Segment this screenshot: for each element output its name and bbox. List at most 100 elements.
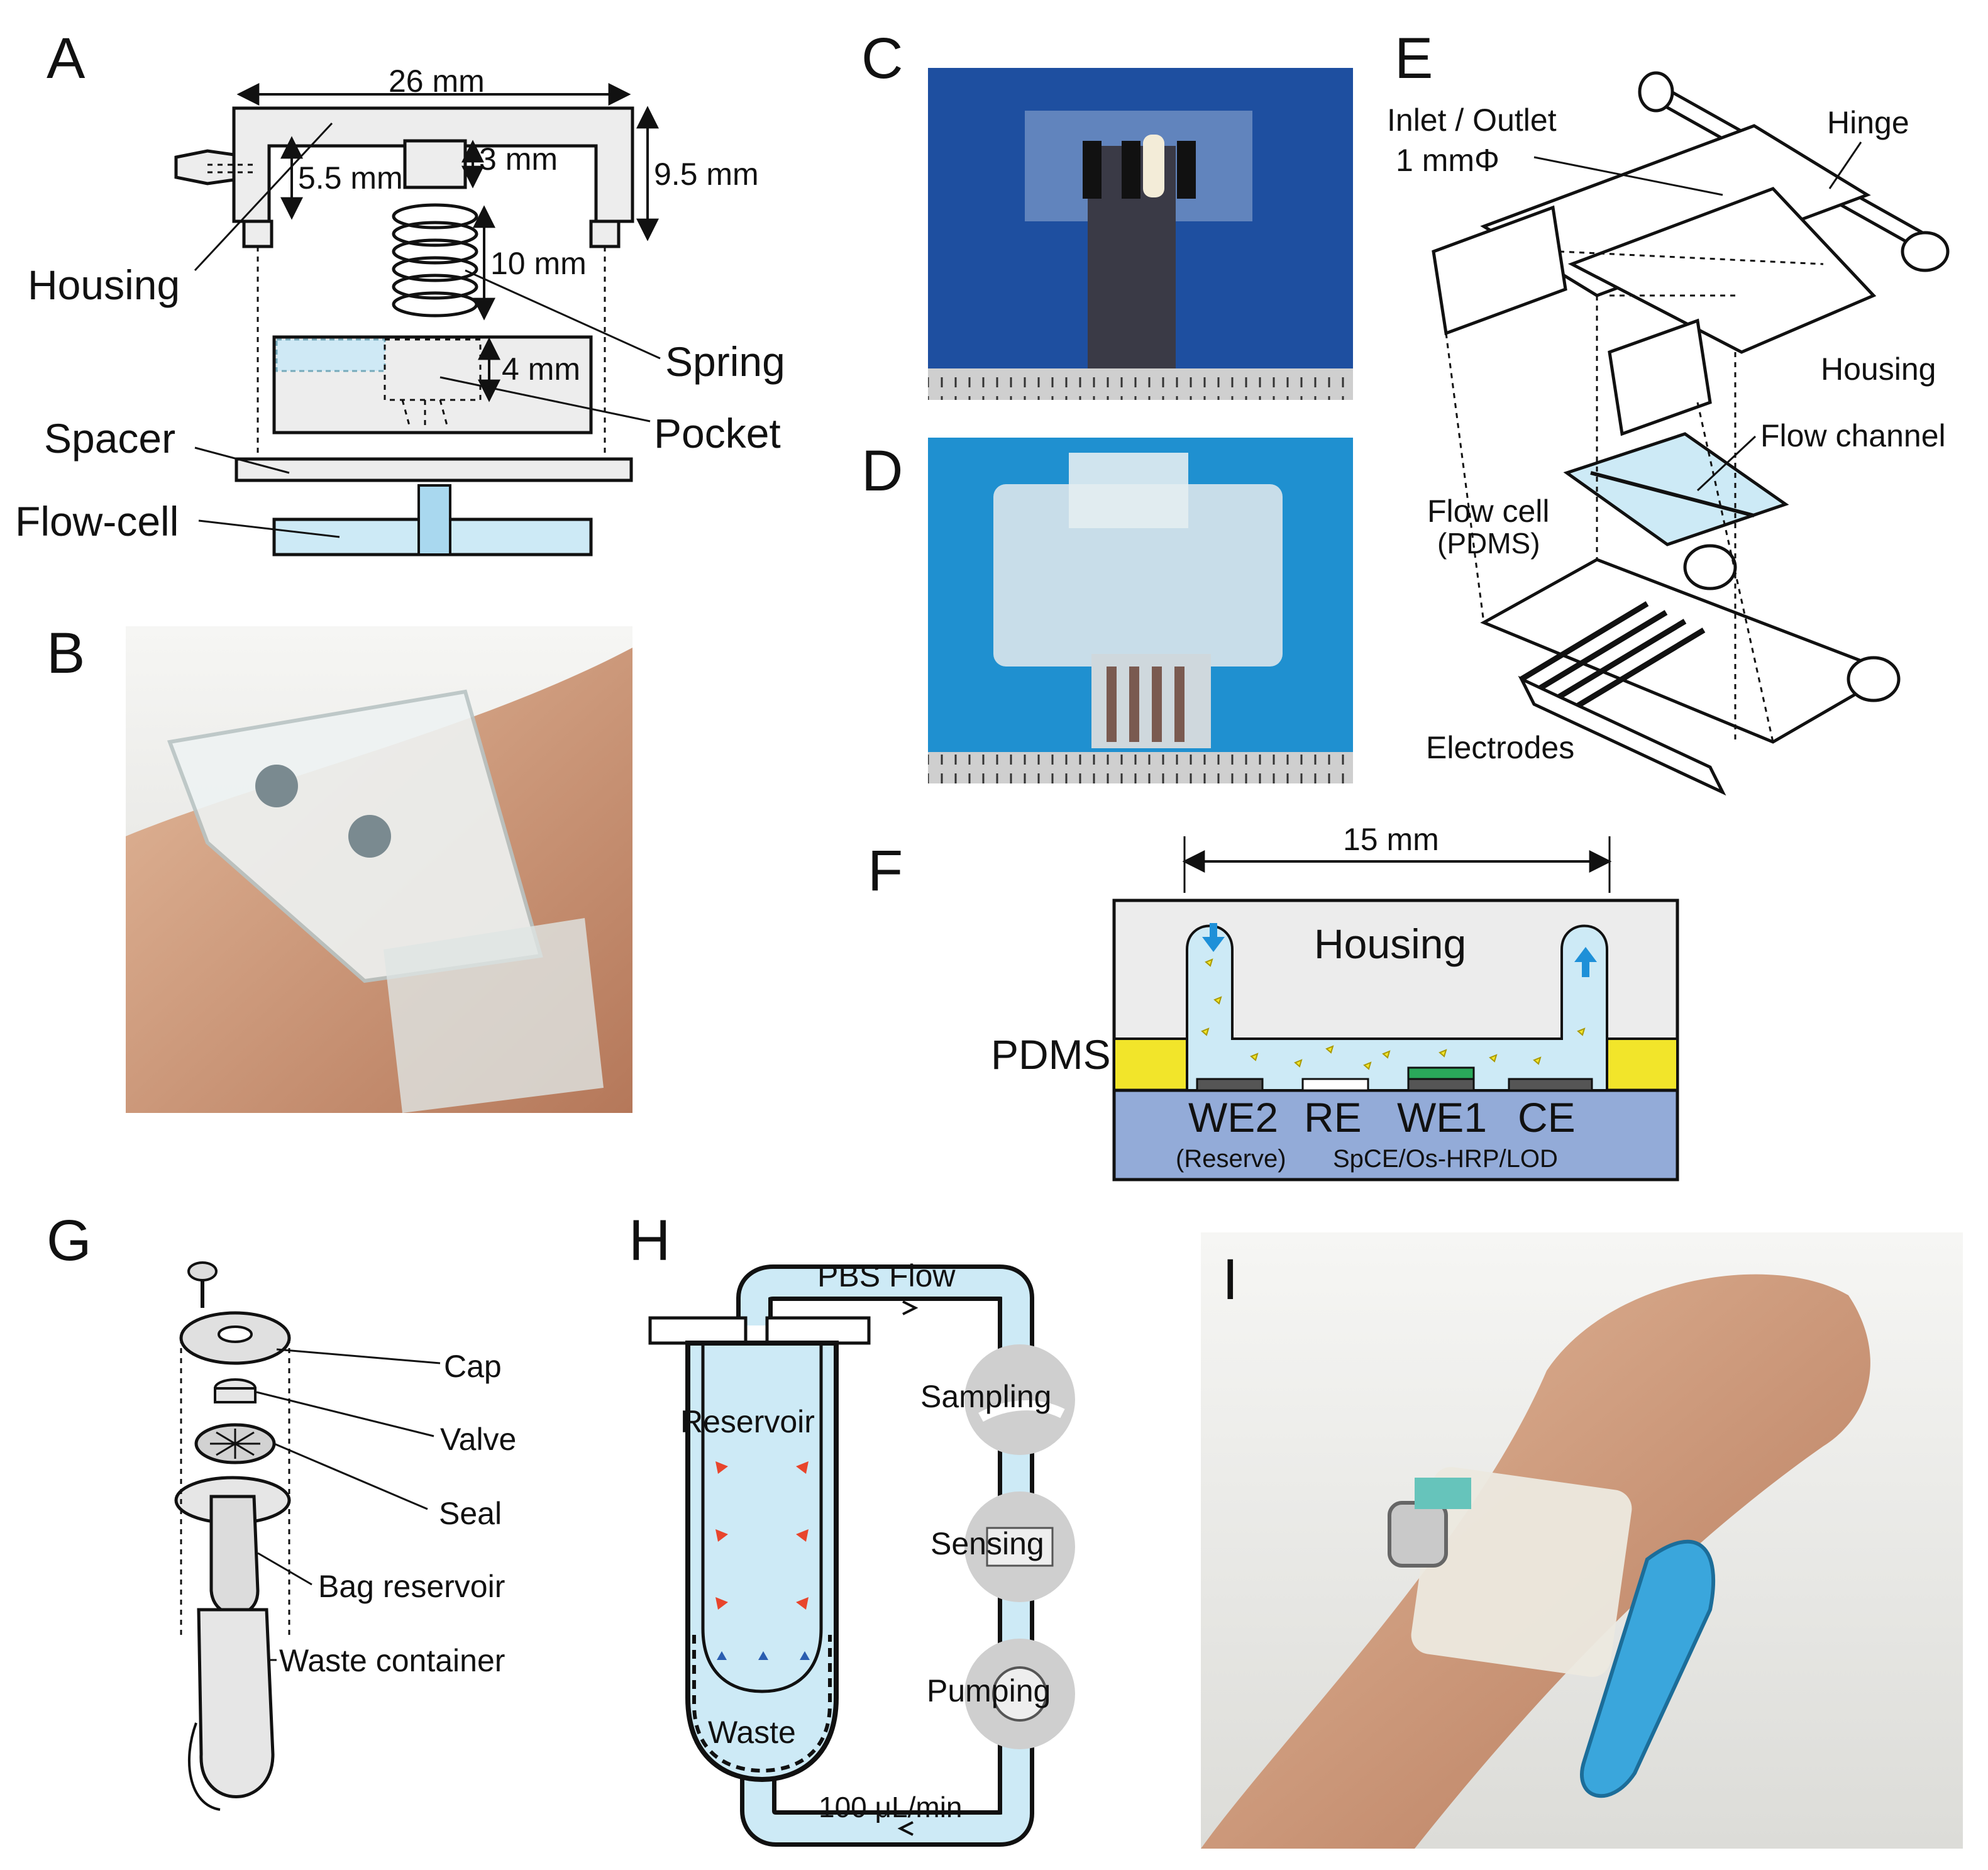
electrode-strips bbox=[1520, 601, 1706, 708]
label-waste: Waste bbox=[708, 1715, 796, 1750]
screw-head bbox=[187, 1261, 218, 1281]
photo-b-valve-1 bbox=[255, 765, 298, 807]
dim-10mm: 10 mm bbox=[490, 246, 587, 281]
label-bag-reservoir: Bag reservoir bbox=[318, 1569, 505, 1604]
outlet-arrow-icon bbox=[1574, 947, 1597, 977]
pdms-left bbox=[1113, 1037, 1188, 1092]
pocket-channel bbox=[275, 338, 386, 372]
flow-cell-pdms bbox=[1563, 432, 1789, 546]
panel-label-g: G bbox=[47, 1209, 92, 1273]
label-we1: WE1 bbox=[1397, 1094, 1487, 1141]
panel-label-c: C bbox=[861, 26, 903, 91]
photo-d-top bbox=[1069, 453, 1188, 528]
electrode-ce bbox=[1508, 1078, 1593, 1092]
base-plate bbox=[1480, 558, 1896, 744]
label-housing: Housing bbox=[28, 262, 180, 308]
panel-label-d: D bbox=[861, 439, 903, 503]
flow-channel-line bbox=[1590, 471, 1755, 517]
panel-label-b: B bbox=[47, 621, 85, 685]
fluid-channel bbox=[1186, 924, 1608, 1092]
label-spring: Spring bbox=[665, 338, 785, 385]
flow-arrow-bottom bbox=[897, 1821, 914, 1836]
spacer-shape bbox=[235, 457, 633, 482]
label-we2: WE2 bbox=[1188, 1094, 1278, 1141]
housing-lower-plate bbox=[1567, 187, 1877, 354]
photo-d-pin-2 bbox=[1129, 667, 1139, 742]
reservoir-lid-left bbox=[648, 1316, 748, 1345]
dim-9-5mm: 9.5 mm bbox=[654, 157, 759, 192]
dim-26mm: 26 mm bbox=[389, 64, 485, 99]
label-pdms-f: PDMS bbox=[991, 1031, 1111, 1078]
photo-i-motor bbox=[1388, 1501, 1448, 1568]
panel-a: A 26 mm 9. bbox=[15, 26, 785, 556]
electrode-we1 bbox=[1407, 1078, 1475, 1092]
photo-c-ruler bbox=[928, 368, 1353, 400]
photo-d-pin-3 bbox=[1152, 667, 1162, 742]
panel-b: B bbox=[47, 621, 632, 1113]
photo-c-electrode-1 bbox=[1083, 141, 1102, 199]
panel-label-h: H bbox=[629, 1209, 670, 1273]
photo-c-electrode-2 bbox=[1122, 141, 1140, 199]
photo-d-housing bbox=[993, 484, 1283, 667]
electrode-re bbox=[1301, 1078, 1369, 1092]
base-front bbox=[1518, 675, 1726, 796]
flow-arrow-top bbox=[902, 1300, 919, 1315]
photo-i-teal-block bbox=[1415, 1478, 1471, 1509]
inlet-nozzle bbox=[174, 149, 236, 185]
panel-d: D bbox=[861, 438, 1353, 783]
bag-reservoir-shape bbox=[209, 1495, 260, 1616]
label-pumping: Pumping bbox=[927, 1673, 1051, 1708]
label-pdms-e: (PDMS) bbox=[1437, 527, 1540, 560]
label-hinge: Hinge bbox=[1827, 105, 1909, 140]
label-reservoir: Reservoir bbox=[680, 1404, 815, 1439]
label-seal: Seal bbox=[439, 1496, 502, 1531]
photo-c-electrode-4 bbox=[1177, 141, 1196, 199]
analyte-particles bbox=[1201, 958, 1586, 1070]
panel-c: C bbox=[861, 26, 1353, 400]
label-inlet-outlet: Inlet / Outlet bbox=[1387, 102, 1557, 138]
photo-d-pin-4 bbox=[1174, 667, 1185, 742]
electrode-we2 bbox=[1196, 1078, 1264, 1092]
photo-d-ruler bbox=[928, 752, 1353, 783]
panel-label-i: I bbox=[1222, 1248, 1239, 1312]
inlet-arrow-icon bbox=[1202, 923, 1225, 952]
photo-i-reservoir bbox=[1580, 1539, 1716, 1798]
label-reserve: (Reserve) bbox=[1176, 1145, 1286, 1173]
label-flow-cell-e: Flow cell bbox=[1427, 494, 1549, 529]
spring-pocket-top bbox=[403, 139, 467, 189]
photo-b-valve-2 bbox=[348, 815, 391, 858]
dim-15mm: 15 mm bbox=[1343, 822, 1439, 857]
pdms-right bbox=[1603, 1037, 1679, 1092]
label-inlet-size: 1 mmΦ bbox=[1396, 143, 1499, 178]
label-housing-f: Housing bbox=[1314, 921, 1466, 967]
panel-g: G Cap Valve Seal Bag reservoir Waste con… bbox=[47, 1209, 516, 1811]
dim-5-5mm: 5.5 mm bbox=[298, 160, 403, 196]
panel-label-f: F bbox=[868, 839, 903, 903]
clip-left bbox=[1432, 205, 1567, 336]
photo-i-device bbox=[1411, 1467, 1632, 1677]
label-flow-cell: Flow-cell bbox=[15, 498, 179, 545]
dim-4mm: 4 mm bbox=[502, 351, 580, 387]
photo-b-band bbox=[384, 918, 604, 1113]
label-housing-e: Housing bbox=[1821, 351, 1936, 387]
base-hinge-knuckle-1 bbox=[1683, 544, 1737, 590]
label-electrodes: Electrodes bbox=[1426, 730, 1574, 765]
label-pbs-flow: PBS Flow bbox=[817, 1258, 956, 1293]
bag-outline bbox=[701, 1346, 823, 1693]
photo-d-pin-1 bbox=[1107, 667, 1117, 742]
label-pocket: Pocket bbox=[654, 410, 781, 456]
panel-h: H PBS Flow Reservoir Waste 100 μL/min bbox=[629, 1209, 1075, 1847]
label-ce: CE bbox=[1518, 1094, 1576, 1141]
waste-container-shape bbox=[197, 1608, 275, 1798]
pressure-markers-blue bbox=[717, 1651, 810, 1660]
housing-foot-right bbox=[589, 219, 621, 248]
panel-e: E Inlet / Outlet 1 mmΦ bbox=[1387, 26, 1950, 796]
substrate-layer bbox=[1112, 1088, 1679, 1181]
label-cap: Cap bbox=[444, 1349, 502, 1384]
flow-cell-port bbox=[417, 484, 451, 556]
label-sensing: Sensing bbox=[930, 1526, 1044, 1561]
label-flow-rate: 100 μL/min bbox=[819, 1791, 963, 1823]
pressure-markers-red bbox=[715, 1461, 809, 1610]
panel-label-a: A bbox=[47, 26, 86, 91]
